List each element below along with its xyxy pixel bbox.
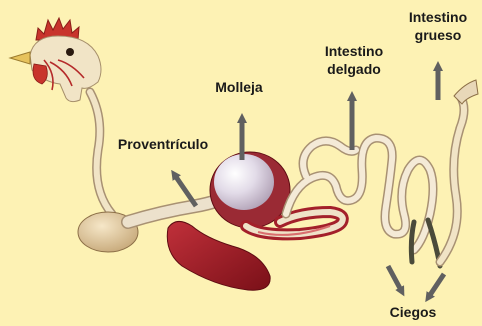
- label-intestino-delgado-line1: Intestino: [308, 43, 400, 60]
- arrow-ciegos-right: [428, 274, 444, 298]
- label-molleja: Molleja: [204, 79, 274, 96]
- label-intestino-grueso-line2: grueso: [398, 27, 478, 44]
- label-intestino-grueso-line1: Intestino: [398, 9, 478, 26]
- wattle: [33, 64, 47, 84]
- label-ciegos: Ciegos: [386, 304, 440, 321]
- beak: [10, 52, 30, 64]
- label-intestino-delgado-line2: delgado: [308, 61, 400, 78]
- eye: [66, 48, 74, 56]
- large-intestine-fill: [440, 96, 464, 262]
- arrow-ciegos-left: [388, 266, 402, 292]
- label-proventriculo: Proventrículo: [104, 136, 222, 153]
